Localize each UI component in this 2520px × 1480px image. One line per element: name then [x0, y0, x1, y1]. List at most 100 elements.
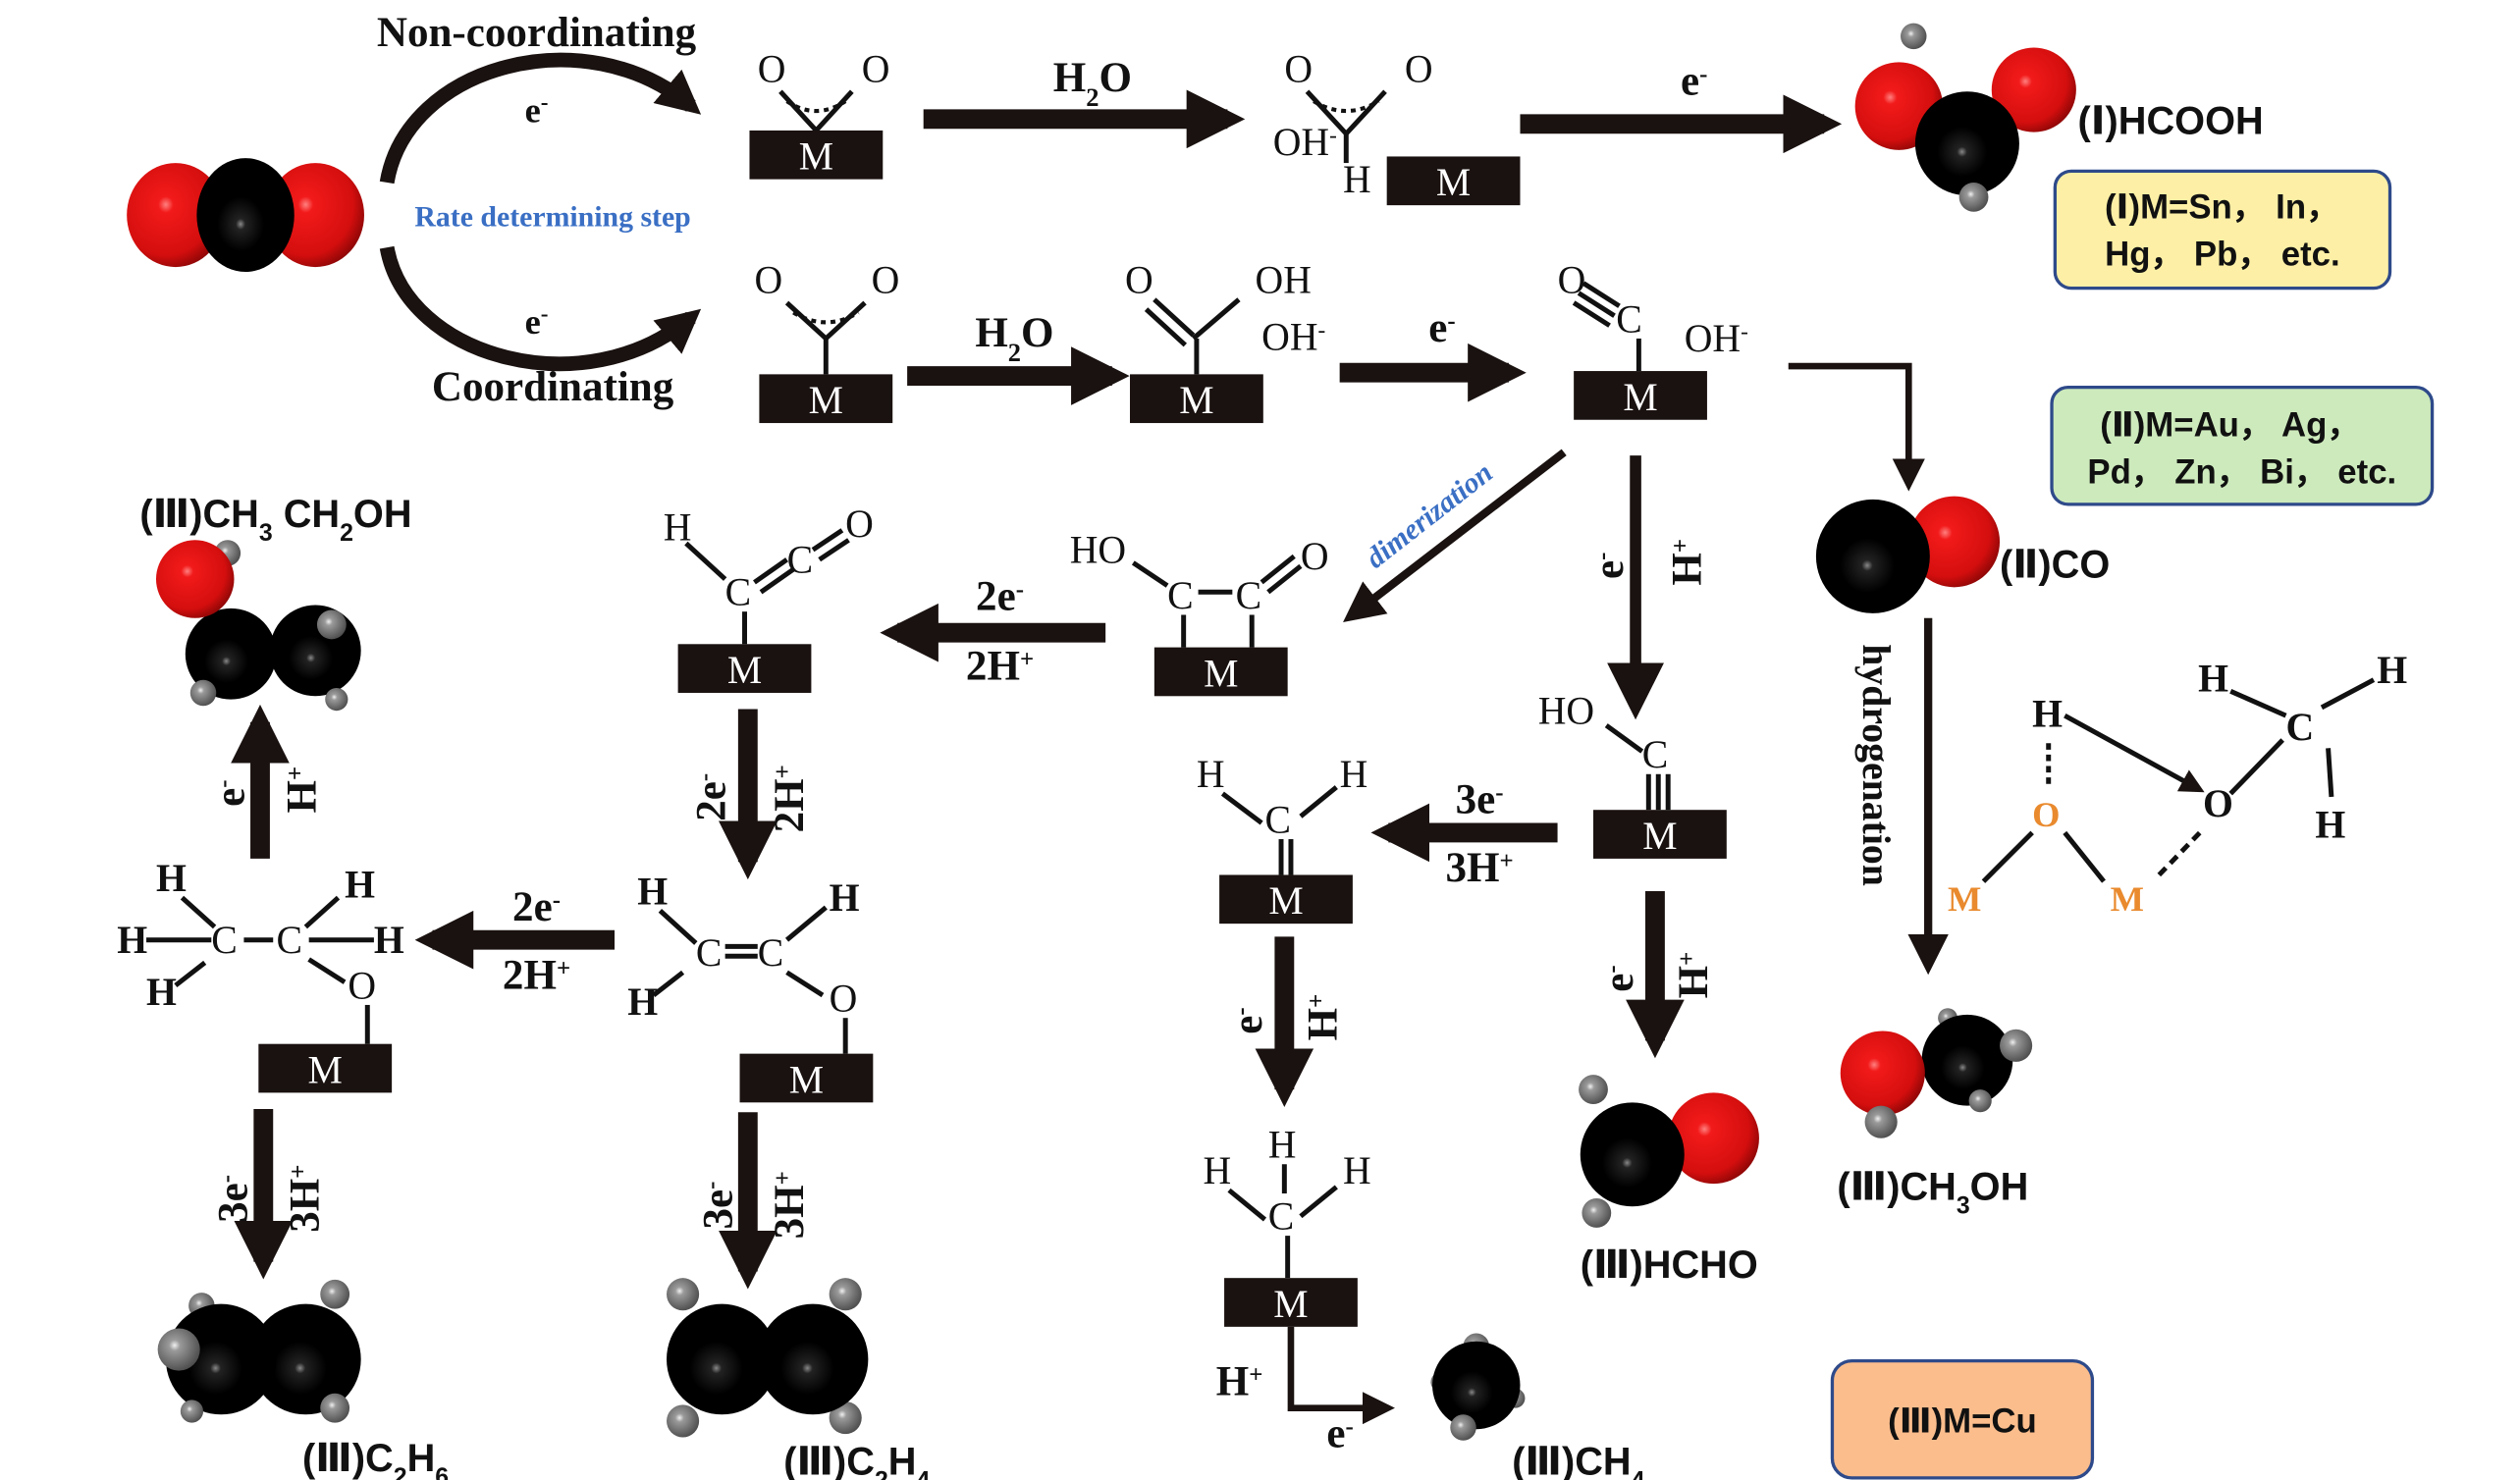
- atom-c: C: [758, 931, 784, 975]
- coordinating-label: Coordinating: [432, 364, 674, 410]
- atom-o: O: [830, 978, 858, 1021]
- metal-surface: [759, 374, 893, 424]
- intermediate-hcoo: O O OH- H M: [1273, 47, 1521, 206]
- c2h4-molecule: [667, 1278, 869, 1438]
- legend-box-3-line1: (Ⅲ)M=Cu: [1888, 1403, 2037, 1441]
- h2o-label: H2O: [1053, 55, 1132, 112]
- metal-surface: [258, 1043, 393, 1093]
- co-desorption-arrow: [1788, 362, 1925, 492]
- atom-h: H: [156, 857, 187, 900]
- carbon-atom: [165, 1303, 277, 1415]
- dimerization-arrow: [1343, 449, 1567, 623]
- three-proton-label: 3H+: [767, 1171, 813, 1239]
- atom-o: O: [754, 259, 782, 302]
- hydrogen-atom: [320, 1393, 350, 1423]
- atom-c: C: [1616, 297, 1642, 341]
- carbon-atom: [1921, 1014, 2013, 1106]
- metal-surface: [1593, 810, 1727, 859]
- intermediate-ch3: H H C H M: [1204, 1124, 1371, 1327]
- atom-m-orange: M: [1948, 879, 1981, 919]
- hydroxide-label: OH-: [1273, 121, 1337, 164]
- hydrogen-atom: [667, 1278, 700, 1311]
- atom-h: H: [664, 505, 692, 549]
- intermediate-oco-noncoordinating: O O M: [749, 47, 889, 180]
- hydrogen-atom: [829, 1278, 862, 1311]
- hydrogen-atom: [325, 688, 349, 712]
- atom-o: O: [1284, 47, 1313, 90]
- metal-surface: [1386, 156, 1521, 206]
- legend-box-2-line2: Pd， Zn， Bi， etc.: [2087, 453, 2396, 491]
- atom-h: H: [117, 919, 147, 962]
- hydroxide-label: OH-: [1685, 317, 1748, 360]
- atom-h: H: [1197, 753, 1225, 796]
- hydrogen-atom: [189, 679, 217, 707]
- metal-label: M: [1204, 652, 1238, 695]
- metal-label: M: [1273, 1283, 1308, 1326]
- carbon-atom: [250, 1303, 361, 1415]
- metal-label: M: [1179, 379, 1213, 422]
- hcho-molecule: [1579, 1075, 1759, 1228]
- step-arrow-ch4-release: [1287, 1326, 1395, 1425]
- atom-o: O: [1125, 259, 1153, 302]
- carbon-atom: [1914, 91, 2019, 196]
- metal-label: M: [1642, 815, 1677, 858]
- hydroxyl-label: HO: [1538, 689, 1594, 732]
- non-coordinating-arrow: [379, 52, 702, 185]
- legend-box-2-line1: (Ⅱ)M=Au， Ag，: [2100, 406, 2361, 444]
- two-proton-label: 2H+: [767, 765, 813, 832]
- hydrogen-atom: [667, 1404, 700, 1438]
- legend-box-group-1: (Ⅰ)M=Sn， In， Hg， Pb， etc.: [2053, 169, 2392, 291]
- ch3oh-molecule: [1840, 1008, 2033, 1138]
- intermediate-oco-coordinating: O O M: [754, 259, 899, 424]
- hydrogen-atom: [1582, 1198, 1612, 1228]
- oxygen-atom: [127, 163, 225, 268]
- metal-surface: [1224, 1278, 1358, 1327]
- atom-o: O: [758, 47, 786, 90]
- product-ch3oh: (Ⅲ)CH3OH: [1837, 1166, 2028, 1220]
- two-electron-label: 2e-: [689, 773, 735, 821]
- metal-surface: [749, 130, 884, 180]
- two-proton-label: 2H+: [503, 952, 570, 998]
- intermediate-cooh: O OH OH- M: [1125, 259, 1325, 424]
- electron-label: e-: [525, 301, 549, 342]
- atom-o: O: [1301, 535, 1329, 578]
- carbon-atom: [1432, 1341, 1521, 1430]
- atom-h: H: [2377, 649, 2407, 692]
- co2-molecule: [127, 158, 364, 273]
- carbon-atom: [667, 1303, 777, 1415]
- legend-box-3: [1830, 1358, 2095, 1480]
- atom-c: C: [1642, 733, 1669, 776]
- electron-label: e-: [1428, 305, 1455, 351]
- legend-box-1-line1: (Ⅰ)M=Sn， In，: [2105, 188, 2340, 226]
- atom-h: H: [345, 864, 375, 907]
- methoxy-mechanism: H O M M O C H H H: [1948, 649, 2407, 919]
- proton-label: H+: [1664, 539, 1710, 586]
- electron-label: e-: [1596, 965, 1642, 991]
- c2h6-molecule: [157, 1279, 361, 1423]
- carbon-atom: [1580, 1102, 1685, 1207]
- coordinating-arrow: [379, 245, 702, 372]
- intermediate-choh: HO C M: [1538, 689, 1727, 859]
- atom-c: C: [787, 538, 814, 581]
- metal-surface: [1130, 374, 1263, 424]
- metal-surface: [739, 1053, 874, 1103]
- carbon-atom: [1815, 499, 1930, 613]
- atom-c: C: [725, 571, 752, 614]
- hydrogen-atom: [1579, 1075, 1608, 1104]
- intermediate-occoh: HO C C O M: [1070, 528, 1329, 697]
- metal-label: M: [1268, 879, 1303, 923]
- metal-label: M: [308, 1048, 343, 1091]
- oxygen-atom: [1908, 496, 2001, 588]
- intermediate-ch3ch2o: H H C C H H H O M: [117, 857, 404, 1093]
- atom-h: H: [146, 971, 177, 1014]
- atom-h: H: [1204, 1149, 1232, 1192]
- atom-c: C: [2286, 706, 2315, 749]
- co-molecule: [1815, 496, 2001, 613]
- legend-box-1-line2: Hg， Pb， etc.: [2105, 236, 2340, 273]
- atom-c: C: [1264, 798, 1291, 841]
- atom-h: H: [1268, 1124, 1297, 1167]
- atom-h: H: [1343, 158, 1371, 201]
- atom-m-orange: M: [2111, 879, 2144, 919]
- atom-h: H: [2315, 803, 2345, 846]
